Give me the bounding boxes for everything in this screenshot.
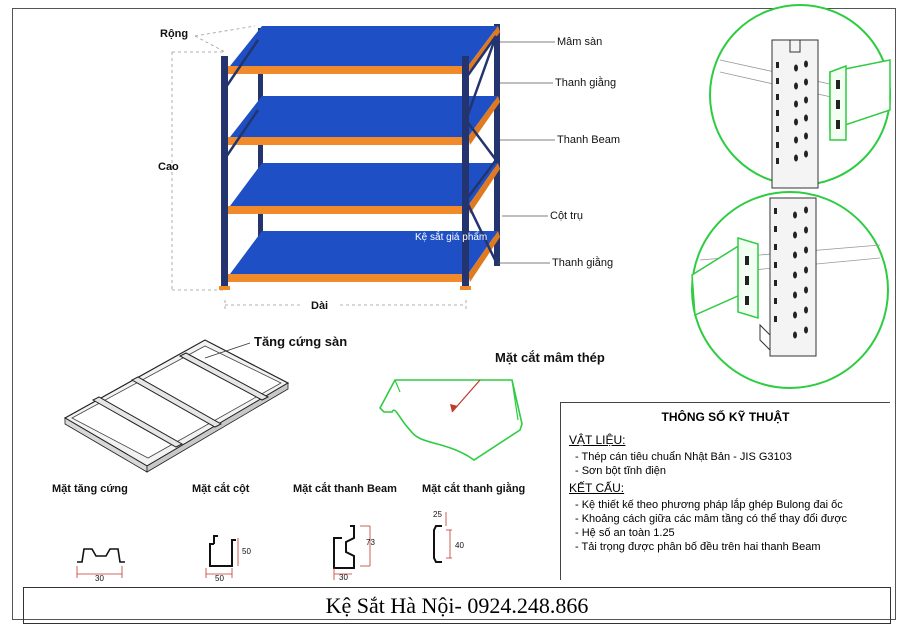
- cross-sections: Mặt tăng cứng Mặt cắt cột Mặt cắt thanh …: [52, 482, 525, 583]
- section-3-dim-w: 30: [339, 573, 348, 582]
- spec-panel: THÔNG SỐ KỸ THUẬT VẬT LIỆU: - Thép cán t…: [560, 402, 890, 580]
- detail-circle-bottom: [691, 191, 889, 389]
- upright-right: [462, 56, 469, 288]
- footer-banner: Kệ Sắt Hà Nội- 0924.248.866: [23, 587, 891, 624]
- materials-heading: VẬT LIỆU:: [569, 433, 626, 447]
- section-3-dim-h: 73: [366, 538, 375, 547]
- side-bracing: [222, 35, 498, 263]
- callout-thanh-giang-bottom: Thanh giằng: [552, 256, 613, 269]
- height-label: Cao: [158, 161, 179, 173]
- detail-circle-top: [709, 4, 891, 189]
- material-item-1: - Thép cán tiêu chuẩn Nhật Bản - JIS G31…: [575, 451, 792, 463]
- upright-left: [221, 56, 228, 288]
- structure-item-1: - Kệ thiết kế theo phương pháp lắp ghép …: [575, 499, 843, 511]
- structure-item-3: - Hệ số an toàn 1.25: [575, 527, 675, 539]
- width-label: Rộng: [160, 28, 188, 40]
- stiffener-label: Tăng cứng sàn: [254, 334, 347, 349]
- callout-thanh-beam: Thanh Beam: [557, 134, 620, 146]
- shelf-levels: [226, 26, 500, 282]
- section-title-3: Mặt cắt thanh Beam: [293, 482, 397, 495]
- structure-item-4: - Tải trọng được phân bố đều trên hai th…: [575, 541, 821, 553]
- structure-heading: KẾT CẤU:: [569, 481, 625, 495]
- rack-watermark: Kệ sắt giá phẩm: [415, 230, 487, 243]
- section-2-dim-w: 50: [215, 574, 224, 583]
- section-4-dim-top: 25: [433, 510, 442, 519]
- section-4-dim-h: 40: [455, 541, 464, 550]
- material-item-2: - Sơn bột tĩnh điện: [575, 465, 666, 477]
- callout-cot-tru: Cột trụ: [550, 210, 583, 222]
- section-title-2: Mặt cắt cột: [192, 482, 250, 495]
- callout-thanh-giang-top: Thanh giằng: [555, 76, 616, 89]
- steel-section-label: Mặt cắt mâm thép: [495, 350, 605, 365]
- section-title-1: Mặt tăng cứng: [52, 483, 128, 495]
- drawing-frame: [12, 8, 896, 620]
- spec-title: THÔNG SỐ KỸ THUẬT: [661, 410, 790, 424]
- callout-mam-san: Mâm sàn: [557, 36, 602, 48]
- rack-illustration: Rộng Cao Dài Kệ sắt giá phẩm Mâm sàn Tha…: [158, 24, 620, 312]
- steel-shelf-section: Mặt cắt mâm thép: [379, 350, 605, 461]
- structure-item-2: - Khoảng cách giữa các mâm tầng có thể t…: [575, 513, 848, 525]
- length-label: Dài: [311, 300, 328, 312]
- shelf-stiffener-illustration: Tăng cứng sàn: [63, 334, 347, 473]
- section-1-dim: 30: [95, 574, 104, 583]
- section-2-dim-h: 50: [242, 547, 251, 556]
- section-title-4: Mặt cắt thanh giằng: [422, 482, 525, 495]
